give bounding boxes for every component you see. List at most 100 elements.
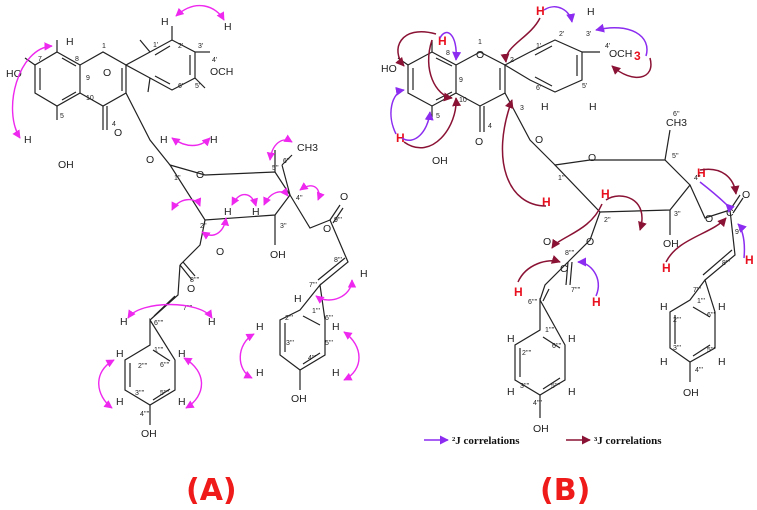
svg-text:4: 4 [488, 123, 492, 130]
svg-text:10: 10 [86, 95, 94, 102]
svg-text:2': 2' [559, 31, 564, 38]
panel-b-hmbc-arrows [390, 6, 747, 297]
atom-h3p: H [224, 21, 232, 33]
svg-text:6'''': 6'''' [552, 343, 561, 350]
svg-text:5''': 5''' [707, 347, 715, 354]
atom-h3ppp-b: H [507, 386, 515, 398]
atom-h2ppp-b: H [507, 333, 515, 345]
svg-text:7: 7 [38, 56, 42, 63]
svg-text:5'': 5'' [272, 165, 279, 172]
panel-b-locants: 1 8 9 10 4 5 2 3 1' 2' 3' 4' 5' 6' 1'' 2… [436, 31, 743, 407]
svg-text:4''': 4''' [308, 355, 316, 362]
svg-text:6'': 6'' [283, 158, 290, 165]
svg-text:2'': 2'' [200, 223, 207, 230]
atom-o-ester-1-b: O [586, 236, 594, 248]
svg-text:3': 3' [586, 31, 591, 38]
atom-oh-4ppp: OH [141, 428, 157, 440]
atom-o4-b: O [475, 136, 483, 148]
svg-text:8'''': 8'''' [190, 277, 199, 284]
svg-text:1'': 1'' [558, 175, 565, 182]
svg-text:1'''': 1'''' [545, 327, 554, 334]
atom-o-ester-1: O [216, 246, 224, 258]
svg-text:6''': 6''' [325, 315, 333, 322]
atom-oh-3pp: OH [270, 249, 286, 261]
svg-text:3'''': 3'''' [135, 390, 144, 397]
svg-text:2''': 2''' [673, 317, 681, 324]
svg-text:2''': 2''' [285, 315, 293, 322]
atom-h6ppp: H [178, 348, 186, 360]
atom-h6-red: H [396, 131, 405, 145]
atom-h2pp: H [224, 206, 232, 218]
atom-h3pp: H [252, 206, 260, 218]
atom-och3: OCH [210, 66, 233, 78]
atom-o-carbonyl-1-b: O [543, 236, 551, 248]
svg-text:5''': 5''' [325, 340, 333, 347]
atom-h6ppp-b: H [568, 333, 576, 345]
svg-text:6''': 6''' [707, 312, 715, 319]
svg-text:6': 6' [178, 83, 183, 90]
svg-text:3: 3 [520, 105, 524, 112]
svg-text:4'': 4'' [694, 175, 701, 182]
svg-text:5'''': 5'''' [551, 383, 560, 390]
svg-text:5'''': 5'''' [160, 390, 169, 397]
atom-h2pp-red: H [601, 187, 610, 201]
panel-a-cosy-arrows [11, 4, 360, 409]
panel-label-a: (A) [186, 473, 237, 508]
svg-text:1'': 1'' [174, 175, 181, 182]
svg-text:1': 1' [153, 42, 158, 49]
svg-text:4': 4' [605, 43, 610, 50]
atom-ho-7-b: HO [381, 63, 397, 75]
svg-text:3''': 3''' [673, 345, 681, 352]
atom-o-ester-2: O [323, 223, 331, 235]
svg-text:7'''': 7'''' [571, 287, 580, 294]
atom-c9ppp-b: C [560, 263, 568, 275]
atom-o-carbonyl-2-b: O [742, 189, 750, 201]
svg-text:5: 5 [436, 113, 440, 120]
atom-h4pp-red: H [697, 166, 706, 180]
atom-h6pppp-b: H [718, 301, 726, 313]
svg-text:7''': 7''' [693, 287, 701, 294]
panel-b-legend: ²J correlations ³J correlations [424, 435, 662, 447]
structure-panel-a: H H O H OH O O H H OCH H H O O CH3 H H OH… [6, 4, 368, 440]
atom-o-gly: O [146, 154, 154, 166]
svg-text:4'''': 4'''' [140, 411, 149, 418]
svg-text:8: 8 [75, 56, 79, 63]
atom-h2pppp: H [256, 321, 264, 333]
panel-a-bonds [24, 26, 349, 425]
svg-text:4': 4' [212, 57, 217, 64]
atom-oh-5-b: OH [432, 155, 448, 167]
atom-o-gly-b: O [535, 134, 543, 146]
legend-3j-label: ³J correlations [594, 435, 662, 447]
svg-text:6': 6' [536, 85, 541, 92]
atom-h2ppp: H [116, 348, 124, 360]
atom-h8: H [66, 36, 74, 48]
atom-h-7pppp: H [294, 293, 302, 305]
atom-h6: H [24, 134, 32, 146]
svg-text:2'''': 2'''' [522, 350, 531, 357]
atom-h5pppp-b: H [718, 356, 726, 368]
svg-text:3'': 3'' [674, 211, 681, 218]
svg-text:7''': 7''' [309, 282, 317, 289]
atom-h-8pppp: H [360, 268, 368, 280]
atom-o1: O [103, 67, 111, 79]
svg-text:5: 5 [60, 113, 64, 120]
atom-h6pppp: H [332, 321, 340, 333]
atom-h7pppp-red: H [662, 261, 671, 275]
svg-text:2': 2' [178, 43, 183, 50]
atom-h7ppp-red: H [514, 285, 523, 299]
atom-h8ppp-red: H [592, 295, 601, 309]
atom-c9pppp-b: C [726, 207, 734, 219]
svg-text:3': 3' [198, 43, 203, 50]
atom-h5ppp-b: H [568, 386, 576, 398]
svg-text:5': 5' [195, 83, 200, 90]
atom-ch3-a: CH3 [297, 142, 318, 154]
atom-h-7ppp: H [120, 316, 128, 328]
svg-text:4'': 4'' [296, 195, 303, 202]
atom-o-carbonyl-2: O [340, 191, 348, 203]
atom-h5pppp: H [332, 367, 340, 379]
atom-oh-5: OH [58, 159, 74, 171]
svg-text:2'''': 2'''' [138, 363, 147, 370]
atom-h3p-b: H [587, 6, 595, 18]
structure-panel-b: H HO H OH O O H H OCH 3 H H O O CH3 H H … [381, 4, 754, 447]
